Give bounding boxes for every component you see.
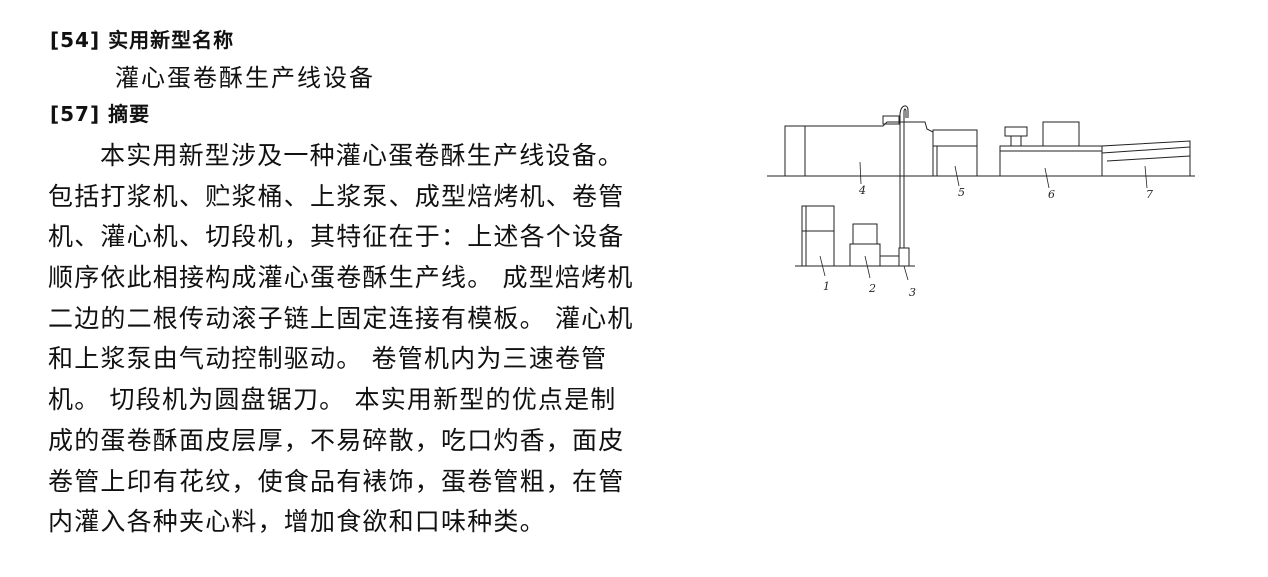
abstract-text: 本实用新型涉及一种灌心蛋卷酥生产线设备。 包括打浆机、贮浆桶、上浆泵、成型焙烤机… [48, 136, 668, 543]
leader-lines [819, 161, 1148, 281]
cutting-machine [1101, 140, 1191, 176]
label-3: 3 [909, 286, 916, 299]
label-2: 2 [868, 282, 876, 295]
beating-machine [801, 205, 835, 267]
tube-rolling-machine [932, 129, 978, 177]
slurry-pump-pipe [898, 105, 910, 267]
label-6: 6 [1048, 188, 1055, 201]
baking-machine [784, 115, 934, 176]
label-4: 4 [858, 184, 866, 197]
label-1: 1 [823, 280, 830, 293]
section-abstract-heading: [57] 摘要 [50, 102, 151, 126]
abstract-line: 机。 切段机为圆盘锯刀。 本实用新型的优点是制 [48, 385, 617, 415]
section-name-heading: [54] 实用新型名称 [50, 28, 235, 52]
abstract-line: 机、灌心机、切段机，其特征在于：上述各个设备 [48, 222, 625, 252]
abstract-line: 顺序依此相接构成灌心蛋卷酥生产线。 成型焙烤机 [48, 263, 634, 293]
label-7: 7 [1146, 188, 1153, 201]
utility-model-title: 灌心蛋卷酥生产线设备 [115, 64, 375, 92]
abstract-line: 二边的二根传动滚子链上固定连接有模板。 灌心机 [48, 303, 634, 333]
abstract-line: 内灌入各种夹心料，增加食欲和口味种类。 [48, 507, 546, 537]
slurry-storage-tank [849, 223, 899, 267]
filling-machine [999, 121, 1103, 177]
abstract-line: 卷管上印有花纹，使食品有裱饰，蛋卷管粗，在管 [48, 466, 625, 496]
label-5: 5 [958, 186, 965, 199]
abstract-line: 和上浆泵由气动控制驱动。 卷管机内为三速卷管 [48, 344, 608, 374]
abstract-line: 包括打浆机、贮浆桶、上浆泵、成型焙烤机、卷管 [48, 181, 625, 211]
production-line-figure: 1 2 3 4 5 6 7 [767, 105, 1195, 299]
abstract-line: 本实用新型涉及一种灌心蛋卷酥生产线设备。 [100, 141, 625, 170]
abstract-line: 成的蛋卷酥面皮层厚，不易碎散，吃口灼香，面皮 [48, 425, 625, 455]
